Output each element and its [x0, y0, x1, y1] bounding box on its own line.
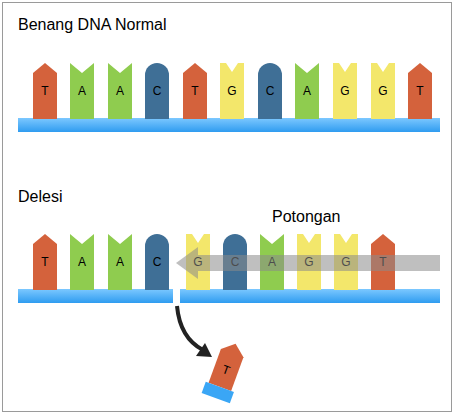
base-letter: A [260, 255, 284, 269]
nucleotide-body [108, 234, 132, 290]
nucleotide-body [33, 234, 57, 290]
section-heading: Benang DNA Normal [18, 16, 167, 34]
nucleotide-body [145, 234, 169, 290]
nucleotide: G [334, 234, 358, 290]
base-letter: A [108, 84, 132, 98]
nucleotide: G [333, 63, 357, 119]
backbone-fragment [202, 382, 234, 404]
nucleotide: T [408, 63, 432, 119]
base-letter: A [295, 84, 319, 98]
nucleotide: G [297, 234, 321, 290]
base-letter: A [70, 84, 94, 98]
dna-backbone [18, 118, 440, 132]
nucleotide-body [183, 63, 207, 119]
nucleotide: G [371, 63, 395, 119]
nucleotide-body [223, 234, 247, 290]
base-letter: C [223, 255, 247, 269]
nucleotide-body [33, 63, 57, 119]
nucleotide: A [70, 63, 94, 119]
nucleotide: G [186, 234, 210, 290]
nucleotide-body [408, 63, 432, 119]
nucleotide-body [145, 63, 169, 119]
cut-label: Potongan [272, 208, 341, 226]
frame [3, 3, 452, 412]
nucleotide: A [108, 234, 132, 290]
nucleotide: T [33, 234, 57, 290]
nucleotide: C [258, 63, 282, 119]
dna-backbone [180, 289, 440, 303]
nucleotide-body [334, 234, 358, 290]
nucleotide-body [186, 234, 210, 290]
base-letter: T [371, 255, 395, 269]
nucleotide-body [108, 63, 132, 119]
dna-backbone [18, 289, 173, 303]
base-letter: A [108, 255, 132, 269]
base-letter: C [145, 255, 169, 269]
nucleotide: C [223, 234, 247, 290]
nucleotide: T [371, 234, 395, 290]
base-letter: C [258, 84, 282, 98]
base-letter: T [408, 84, 432, 98]
base-letter: G [333, 84, 357, 98]
nucleotide-body [70, 63, 94, 119]
nucleotide: T [33, 63, 57, 119]
base-letter: G [220, 84, 244, 98]
nucleotide: G [220, 63, 244, 119]
nucleotide-body [297, 234, 321, 290]
nucleotide-body [220, 63, 244, 119]
section-heading: Delesi [18, 188, 62, 206]
base-letter: T [183, 84, 207, 98]
nucleotide-body [371, 63, 395, 119]
base-letter: G [371, 84, 395, 98]
base-letter: G [297, 255, 321, 269]
nucleotide: T [183, 63, 207, 119]
base-letter: G [334, 255, 358, 269]
nucleotide-body [70, 234, 94, 290]
nucleotide: A [108, 63, 132, 119]
base-letter: C [145, 84, 169, 98]
removal-arrow [177, 306, 203, 350]
cut-arrow [176, 247, 440, 279]
nucleotide: A [260, 234, 284, 290]
nucleotide: C [145, 63, 169, 119]
removal-arrowhead [196, 343, 212, 357]
nucleotide: A [295, 63, 319, 119]
base-letter: T [33, 84, 57, 98]
base-letter: A [70, 255, 94, 269]
nucleotide-body [371, 234, 395, 290]
nucleotide: A [70, 234, 94, 290]
nucleotide-body [260, 234, 284, 290]
nucleotide: C [145, 234, 169, 290]
nucleotide-body [333, 63, 357, 119]
base-letter: T [33, 255, 57, 269]
nucleotide-body [295, 63, 319, 119]
base-letter: G [186, 255, 210, 269]
nucleotide-body [258, 63, 282, 119]
nucleotide-body [209, 340, 247, 391]
